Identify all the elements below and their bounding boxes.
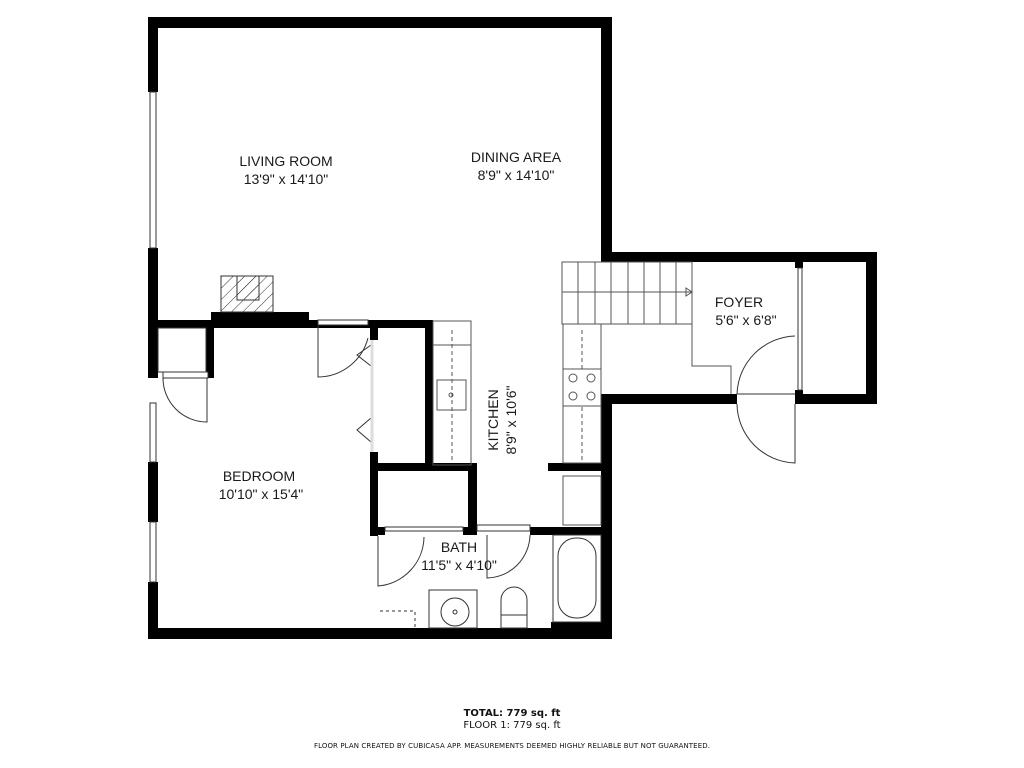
windows <box>149 91 803 583</box>
bath-dims: 11'5" x 4'10" <box>421 557 497 573</box>
bathtub <box>557 537 597 619</box>
toilet <box>500 586 528 629</box>
staircase <box>561 261 732 394</box>
floor-area: FLOOR 1: 779 sq. ft <box>463 720 561 731</box>
bath-name: BATH <box>441 539 477 555</box>
fireplace <box>220 275 274 313</box>
living-room-name: LIVING ROOM <box>239 153 332 169</box>
bath-fixtures <box>380 534 602 629</box>
bedroom-dims: 10'10" x 15'4" <box>219 486 304 502</box>
total-area: TOTAL: 779 sq. ft <box>463 708 561 719</box>
foyer-dims: 5'6" x 6'8" <box>715 312 776 328</box>
doors <box>157 319 796 587</box>
foyer-name: FOYER <box>715 294 763 310</box>
stove <box>562 368 602 407</box>
walls <box>148 17 877 639</box>
refrigerator <box>562 475 602 526</box>
bedroom-name: BEDROOM <box>223 468 295 484</box>
room-labels: LIVING ROOM 13'9" x 14'10" DINING AREA 8… <box>219 149 777 573</box>
bathroom-sink <box>440 597 470 627</box>
dining-area-dims: 8'9" x 14'10" <box>478 167 555 183</box>
disclaimer: FLOOR PLAN CREATED BY CUBICASA APP. MEAS… <box>313 742 711 750</box>
kitchen-dims: 8'9" x 10'6" <box>503 385 519 454</box>
kitchen-name: KITCHEN <box>485 389 501 450</box>
kitchen-counters <box>432 320 602 526</box>
living-room-dims: 13'9" x 14'10" <box>244 171 329 187</box>
kitchen-sink <box>436 379 467 411</box>
dining-area-name: DINING AREA <box>471 149 562 165</box>
